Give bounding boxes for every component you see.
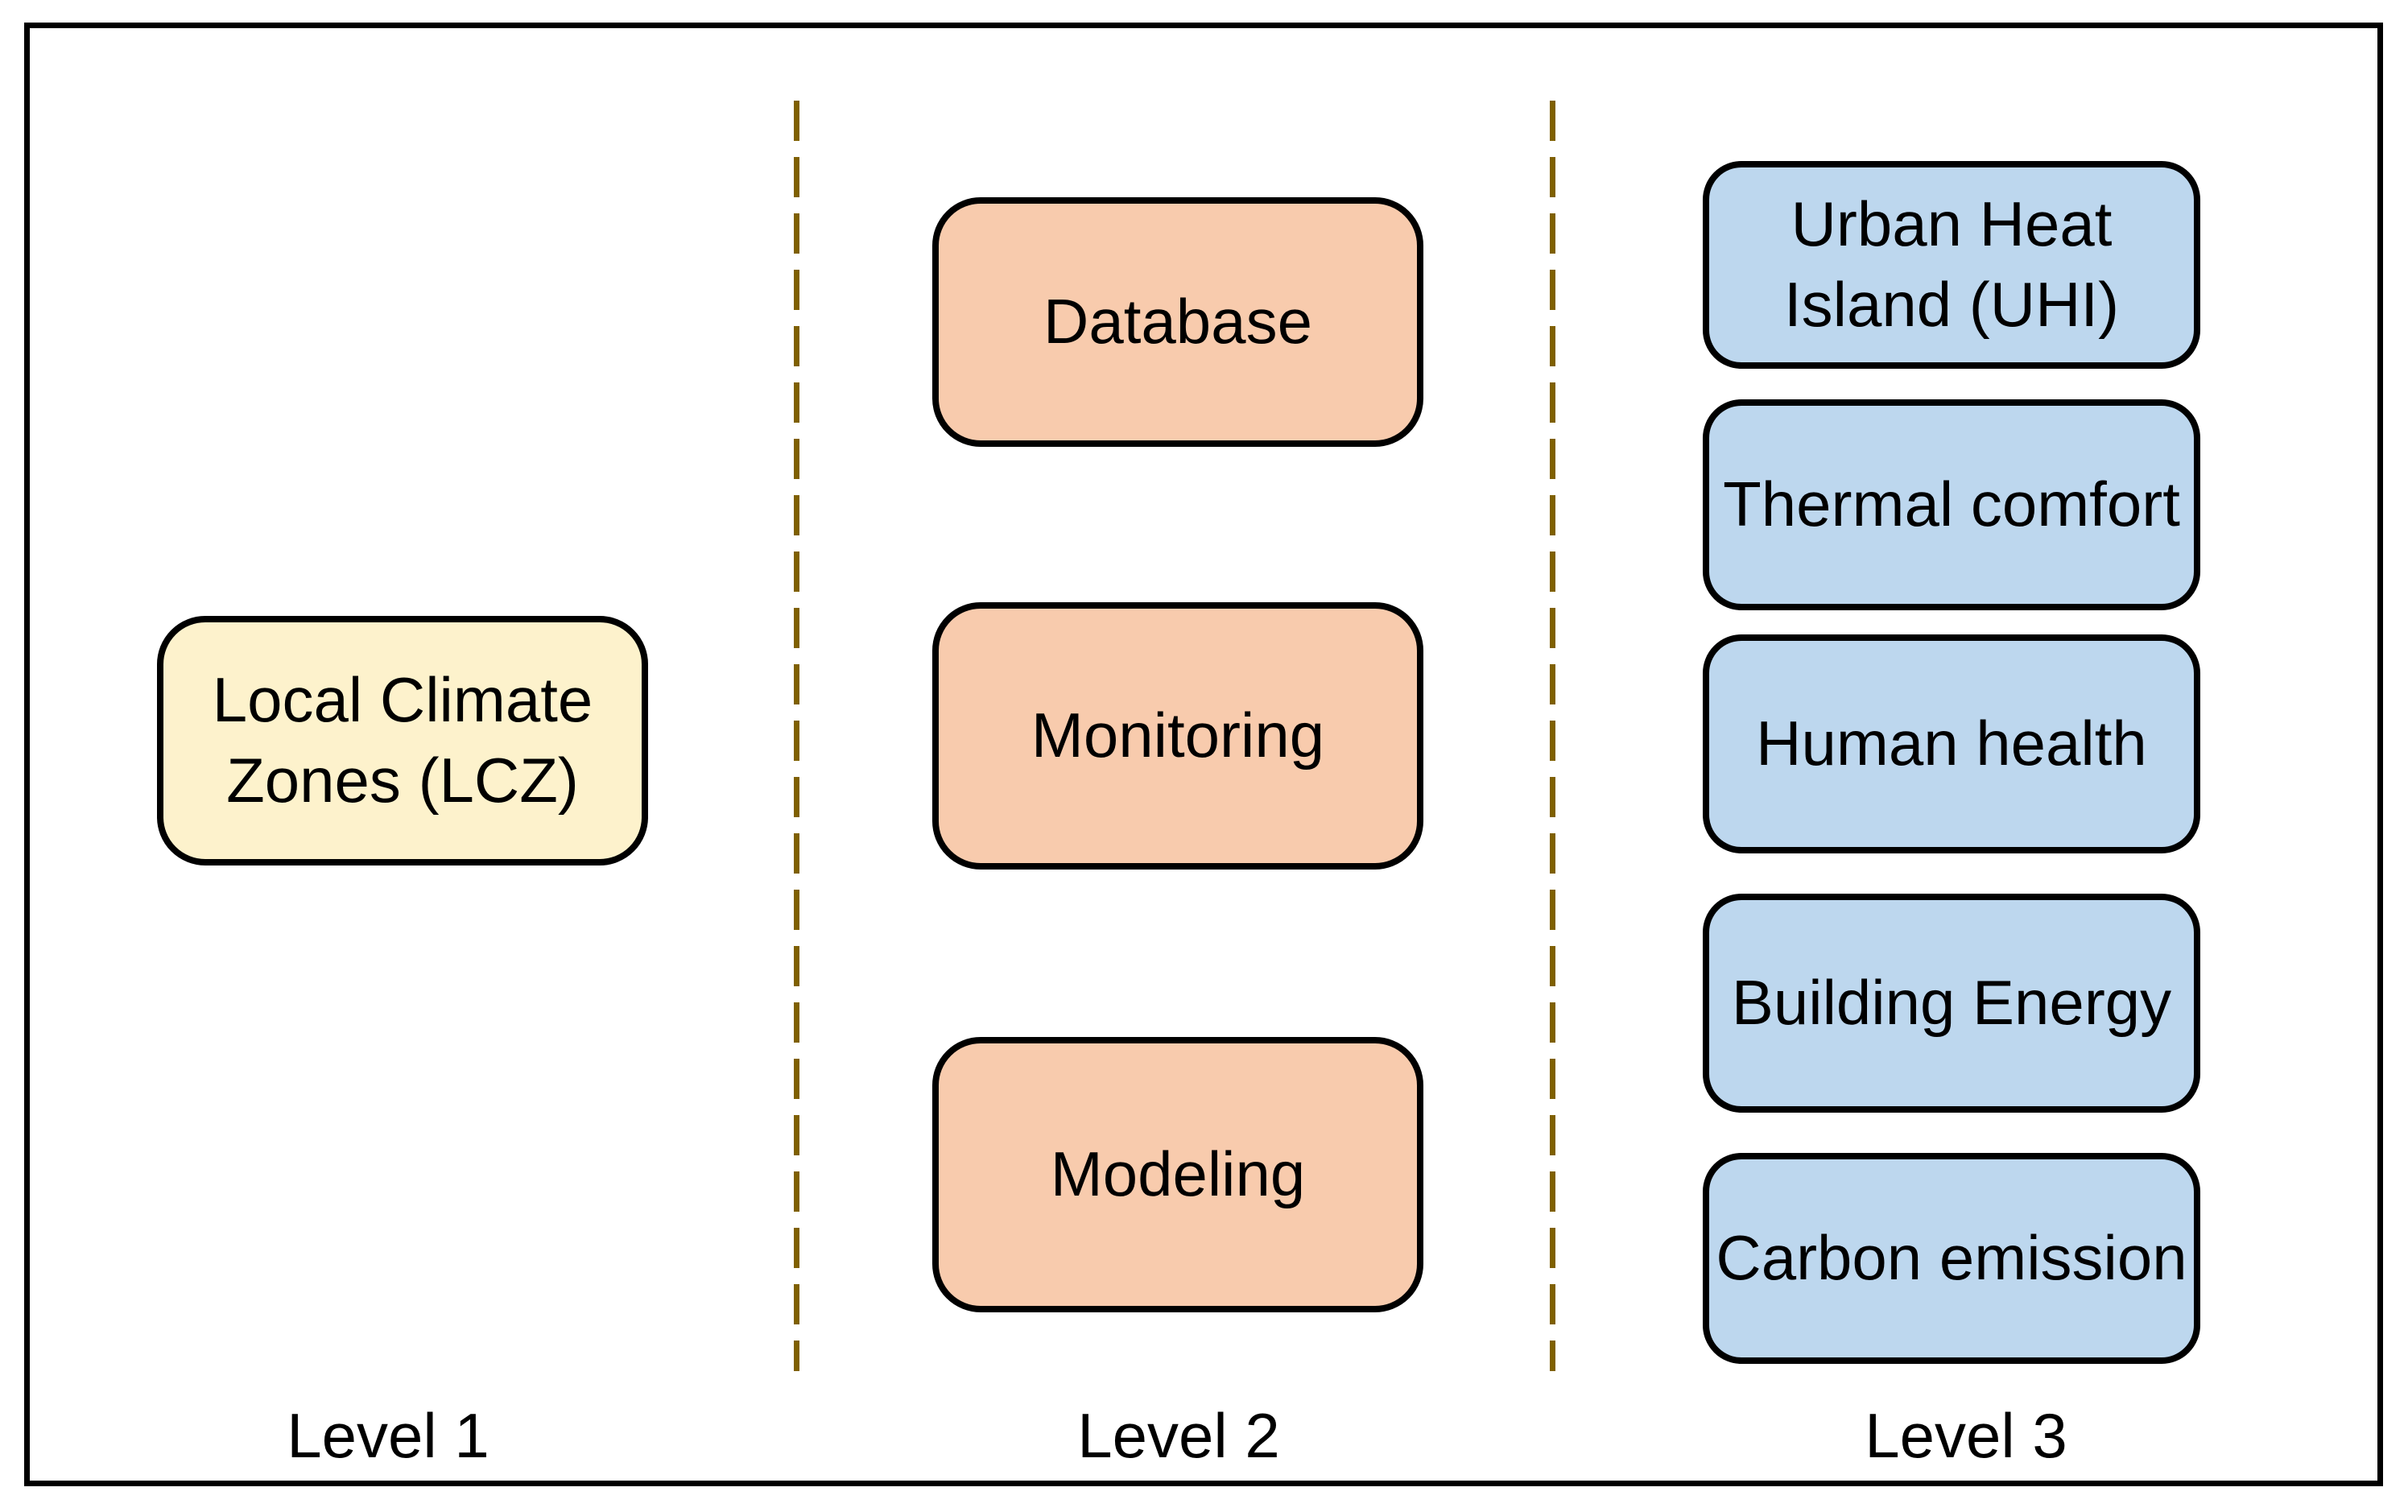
- level-divider-2: [1550, 101, 1555, 1371]
- level-2-label: Level 2: [1077, 1400, 1280, 1471]
- node-database: Database: [932, 197, 1423, 447]
- node-building-energy: Building Energy: [1703, 894, 2200, 1113]
- diagram-frame: [24, 23, 2383, 1486]
- node-thermal-comfort-label: Thermal comfort: [1723, 469, 2180, 540]
- node-modeling-label: Modeling: [1050, 1138, 1306, 1210]
- node-monitoring-label: Monitoring: [1031, 700, 1325, 771]
- node-urban-heat-island-label: Urban Heat Island (UHI): [1783, 188, 2120, 340]
- level-divider-1: [794, 101, 799, 1371]
- node-monitoring: Monitoring: [932, 602, 1423, 870]
- node-database-label: Database: [1043, 286, 1312, 357]
- level-1-label: Level 1: [287, 1400, 489, 1471]
- node-thermal-comfort: Thermal comfort: [1703, 399, 2200, 610]
- node-human-health-label: Human health: [1756, 708, 2147, 779]
- node-modeling: Modeling: [932, 1037, 1423, 1312]
- level-3-label: Level 3: [1865, 1400, 2067, 1471]
- node-carbon-emission-label: Carbon emission: [1716, 1222, 2187, 1294]
- node-carbon-emission: Carbon emission: [1703, 1153, 2200, 1364]
- node-human-health: Human health: [1703, 634, 2200, 853]
- node-local-climate-zones-label: Local Climate Zones (LCZ): [212, 664, 593, 816]
- node-urban-heat-island: Urban Heat Island (UHI): [1703, 161, 2200, 369]
- node-building-energy-label: Building Energy: [1731, 967, 2172, 1039]
- node-local-climate-zones: Local Climate Zones (LCZ): [157, 616, 648, 865]
